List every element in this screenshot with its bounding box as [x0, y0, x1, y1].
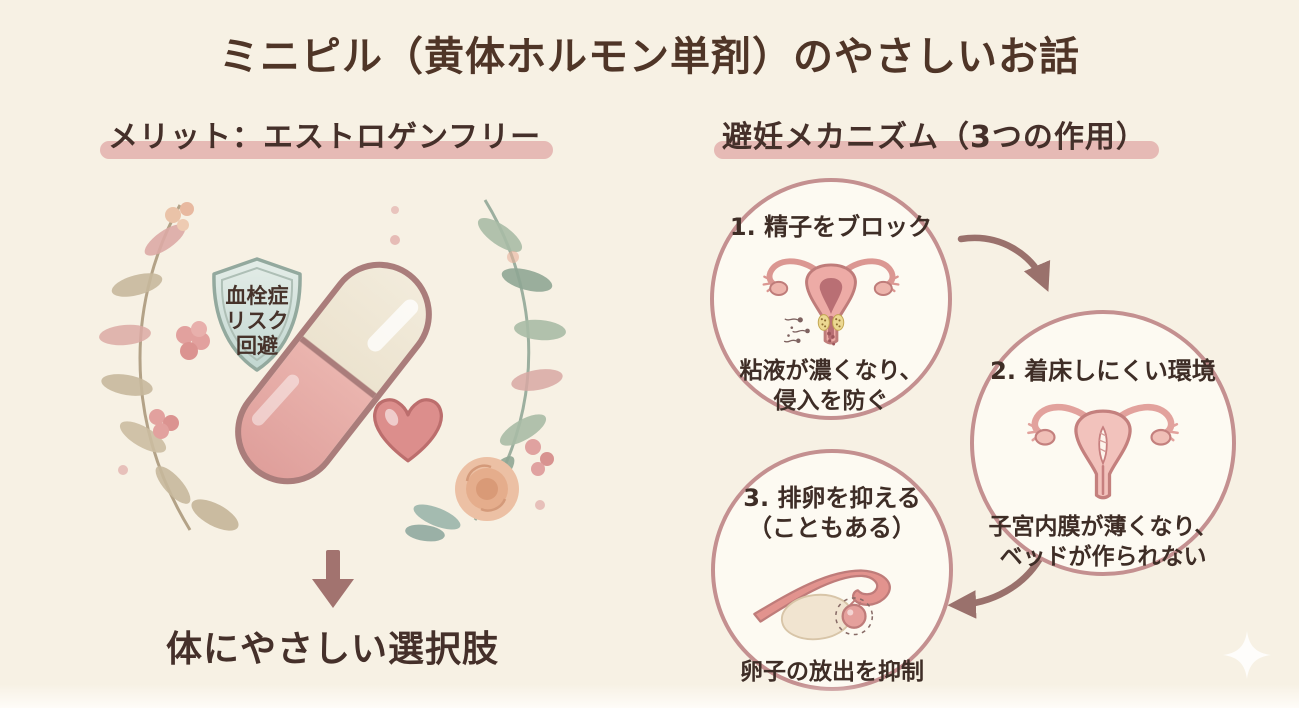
pink-buds — [525, 439, 554, 476]
leaf — [511, 369, 563, 391]
peach-rose-flower — [455, 457, 519, 521]
pink-flower — [149, 409, 179, 439]
step-3-title: 3. 排卵を抑える （こともある） — [743, 484, 921, 542]
leaf — [119, 421, 167, 453]
leaf — [99, 324, 151, 346]
dot — [391, 206, 399, 214]
leaf — [101, 374, 153, 396]
shield-text-line3: 回避 — [236, 334, 278, 358]
shield-icon: 血栓症 リスク 回避 — [212, 257, 302, 372]
step-2-caption: 子宮内膜が薄くなり、 ベッドが作られない — [988, 514, 1218, 570]
right-section-heading: 避妊メカニズム（3つの作用） — [714, 112, 1159, 159]
curved-arrow-step1-to-step2-icon — [957, 234, 1051, 292]
sparkle-icon — [1223, 631, 1271, 679]
dot — [390, 235, 400, 245]
right-heading-text: 避妊メカニズム（3つの作用） — [722, 120, 1147, 155]
leaf — [191, 499, 239, 531]
leaf — [144, 224, 186, 256]
shield-text-line2: リスク — [226, 309, 289, 333]
step-3-caption: 卵子の放出を抑制 — [740, 658, 924, 685]
left-heading-text: メリット：エストロゲンフリー — [108, 120, 542, 155]
bottom-fade-overlay — [0, 684, 1299, 708]
leaf — [405, 524, 445, 542]
curved-arrow-step2-to-step3-icon — [947, 551, 1046, 619]
step-circle-1: 1. 精子をブロック — [710, 178, 952, 420]
leaf — [111, 273, 163, 297]
pink-flower — [176, 321, 210, 360]
ovary-suppressed-ovulation-icon — [753, 569, 891, 641]
leaf — [477, 217, 523, 253]
heading-highlight-bar — [100, 141, 554, 159]
floral-wreath-illustration — [99, 199, 566, 542]
sperm-icons — [783, 317, 810, 343]
capsule-highlight — [364, 296, 422, 355]
peach-bud — [165, 202, 194, 231]
step-2-title: 2. 着床しにくい環境 — [990, 357, 1216, 385]
uterus-thin-lining-icon — [1027, 403, 1179, 500]
left-section-heading: メリット：エストロゲンフリー — [100, 112, 554, 159]
down-arrow-icon — [312, 550, 354, 608]
uterus-blocked-sperm-icon — [762, 258, 900, 346]
dot — [535, 500, 545, 510]
step-circle-3: 3. 排卵を抑える （こともある） 卵子の放出を抑制 — [711, 449, 953, 691]
step-1-caption: 粘液が濃くなり、 侵入を防ぐ — [739, 358, 923, 414]
leaf — [499, 414, 547, 446]
dot — [118, 465, 128, 475]
shield-text-line1: 血栓症 — [226, 284, 289, 308]
dot — [507, 251, 519, 263]
leaf — [155, 466, 191, 504]
leaf — [501, 268, 553, 292]
heading-highlight-bar — [714, 141, 1159, 159]
leaf — [413, 504, 461, 530]
step-circle-2: 2. 着床しにくい環境 子宮内膜が薄くなり、 ベッドが作られない — [970, 310, 1236, 576]
page-title: ミニピル（黄体ホルモン単剤）のやさしいお話 — [219, 34, 1080, 80]
step-1-title: 1. 精子をブロック — [729, 213, 933, 241]
heart-icon — [373, 398, 443, 463]
leaf — [514, 319, 566, 341]
left-conclusion-text: 体にやさしい選択肢 — [165, 629, 499, 670]
